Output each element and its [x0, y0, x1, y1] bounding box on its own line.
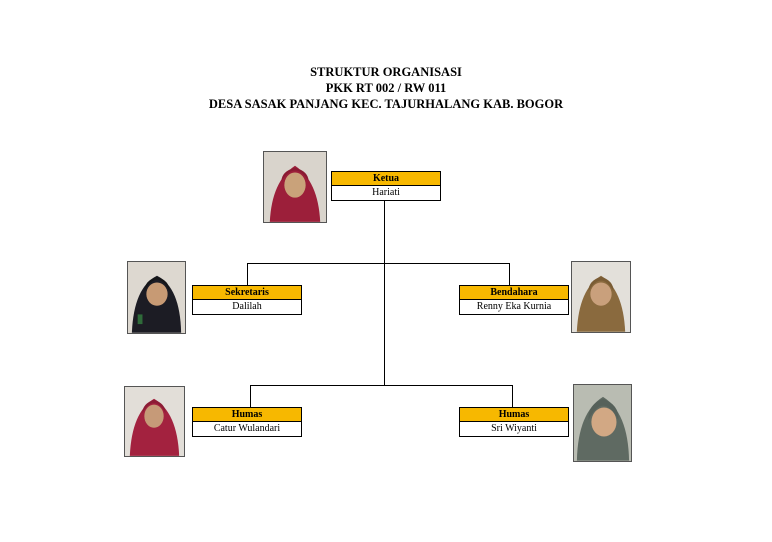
role-label-ketua: Ketua [332, 172, 440, 186]
member-name-humas-right: Sri Wiyanti [460, 422, 568, 436]
member-box-humas-right: Humas Sri Wiyanti [459, 407, 569, 437]
role-label-humas-right: Humas [460, 408, 568, 422]
person-portrait-icon [264, 152, 326, 222]
person-portrait-icon [125, 387, 184, 456]
connector-level1-horizontal [247, 263, 510, 265]
photo-bendahara [571, 261, 631, 333]
member-name-bendahara: Renny Eka Kurnia [460, 300, 568, 314]
chart-subtitle-organization: PKK RT 002 / RW 011 [325, 81, 447, 95]
photo-sekretaris [127, 261, 186, 334]
chart-title: STRUKTUR ORGANISASI [310, 65, 462, 79]
member-box-ketua: Ketua Hariati [331, 171, 441, 201]
connector-level2-horizontal [250, 385, 513, 387]
member-box-sekretaris: Sekretaris Dalilah [192, 285, 302, 315]
person-portrait-icon [572, 262, 630, 332]
member-name-sekretaris: Dalilah [193, 300, 301, 314]
person-portrait-icon [574, 385, 631, 461]
role-label-sekretaris: Sekretaris [193, 286, 301, 300]
member-name-humas-left: Catur Wulandari [193, 422, 301, 436]
connector-to-bendahara [509, 263, 511, 285]
role-label-humas-left: Humas [193, 408, 301, 422]
connector-main-trunk [384, 201, 386, 385]
member-box-bendahara: Bendahara Renny Eka Kurnia [459, 285, 569, 315]
photo-ketua [263, 151, 327, 223]
chart-subtitle-location: DESA SASAK PANJANG KEC. TAJURHALANG KAB.… [208, 97, 564, 111]
role-label-bendahara: Bendahara [460, 286, 568, 300]
photo-humas-left [124, 386, 185, 457]
connector-to-humas-left [250, 385, 252, 407]
connector-to-sekretaris [247, 263, 249, 285]
member-box-humas-left: Humas Catur Wulandari [192, 407, 302, 437]
member-name-ketua: Hariati [332, 186, 440, 200]
photo-humas-right [573, 384, 632, 462]
connector-to-humas-right [512, 385, 514, 407]
person-portrait-icon [128, 262, 185, 333]
